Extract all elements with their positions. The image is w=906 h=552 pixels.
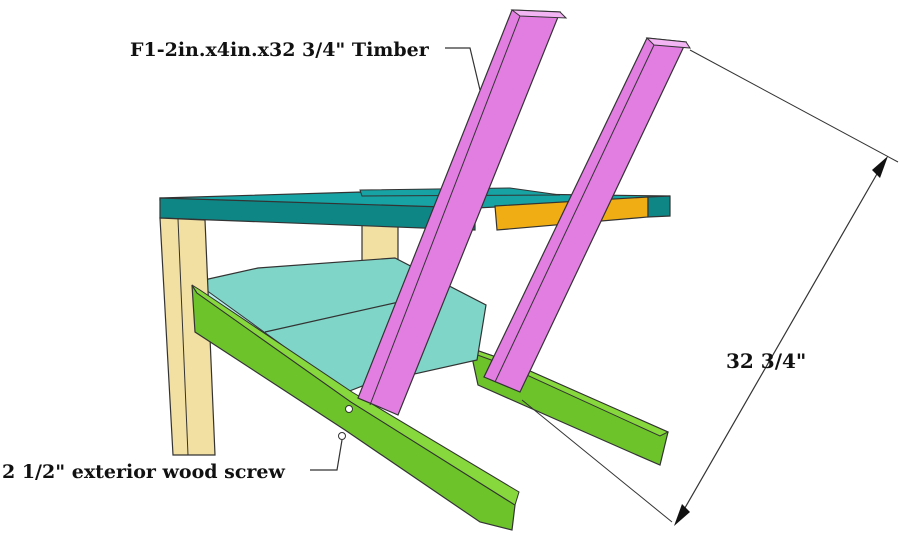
dimension-label: 32 3/4" [726,349,806,373]
screw-label: 2 1/2" exterior wood screw [2,461,286,483]
back-slat-right [483,37,691,393]
timber-leader [445,47,481,91]
back-slat-left [357,9,568,416]
arm-rest [159,187,671,231]
rear-leg [361,221,399,263]
timber-label: F1-2in.x4in.x32 3/4" Timber [130,39,430,61]
dimension-indicator [521,49,899,526]
screw-leader [310,439,343,471]
dimension-arrow-bottom [674,504,690,526]
dimension-arrow-top [872,156,888,178]
left-side-rail [191,284,520,531]
front-leg [159,217,216,456]
screw-hole-upper [345,405,353,413]
screw-hole-lower [338,432,346,440]
